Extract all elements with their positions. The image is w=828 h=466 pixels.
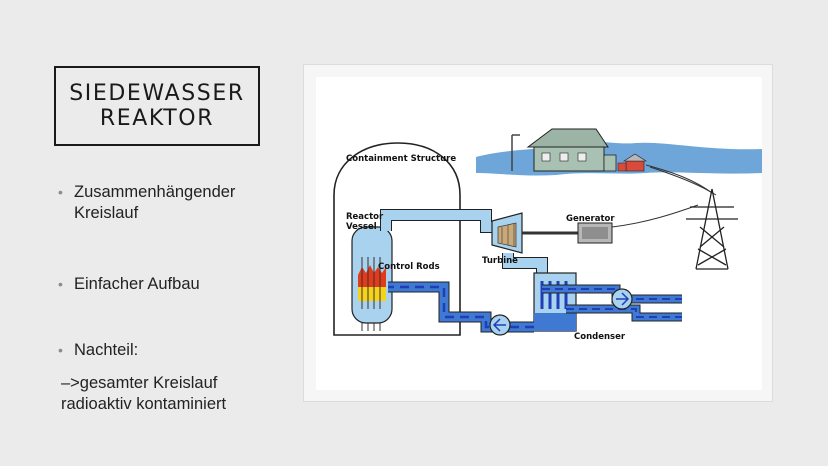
diagram-canvas: Containment Structure Reactor Vessel Con… xyxy=(316,77,762,390)
label-condenser: Condenser xyxy=(574,332,626,342)
house-icon xyxy=(511,128,617,172)
bullet-dot-icon: • xyxy=(58,184,63,200)
exhaust-pipe xyxy=(503,253,547,277)
label-vessel: Vessel xyxy=(346,222,377,232)
bullet-text: Zusammenhängender Kreislauf xyxy=(74,183,236,222)
label-generator: Generator xyxy=(566,214,615,224)
bullet-text: Einfacher Aufbau xyxy=(74,275,200,293)
bullet-dot-icon: • xyxy=(58,276,63,292)
label-reactor: Reactor xyxy=(346,212,384,222)
turbine-icon xyxy=(491,212,523,254)
diagram-frame: Containment Structure Reactor Vessel Con… xyxy=(303,64,773,402)
small-building-icon xyxy=(617,153,648,172)
control-rod-drives xyxy=(361,323,381,331)
reactor-core xyxy=(358,257,386,309)
condenser-icon xyxy=(533,272,577,332)
generator-icon xyxy=(577,222,613,244)
title-line-2: REAKTOR xyxy=(99,106,215,131)
bwr-diagram: Containment Structure Reactor Vessel Con… xyxy=(333,128,762,342)
bullet-text: Nachteil: xyxy=(74,341,139,359)
feedwater-pipe xyxy=(388,285,534,329)
label-turbine: Turbine xyxy=(482,256,518,266)
label-containment: Containment Structure xyxy=(346,154,456,164)
steam-pipe xyxy=(381,210,502,232)
title-box: SIEDEWASSER REAKTOR xyxy=(54,66,260,146)
title-line-1: SIEDEWASSER xyxy=(69,81,245,106)
power-tower-icon xyxy=(686,188,738,270)
label-control-rods: Control Rods xyxy=(378,262,440,272)
contamination-note: –>gesamter Kreislauf radioaktiv kontamin… xyxy=(61,374,227,413)
bullet-dot-icon: • xyxy=(58,342,63,358)
